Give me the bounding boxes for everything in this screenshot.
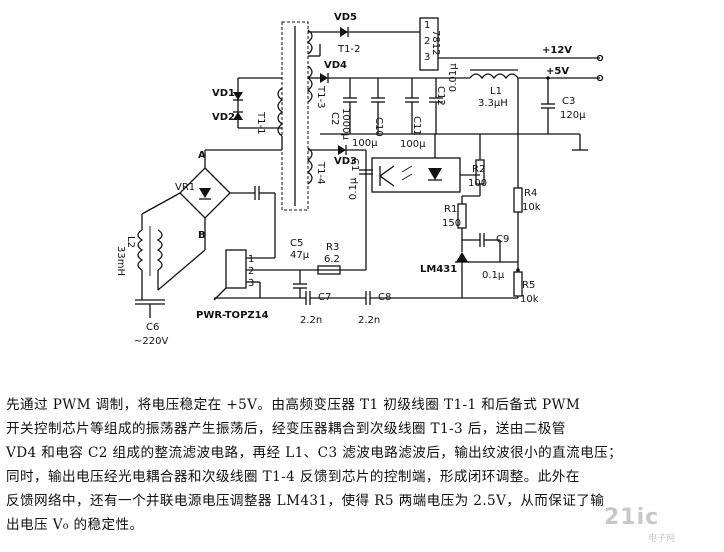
c9-label: C9 <box>496 234 509 245</box>
vd2-diode <box>233 112 243 120</box>
lm431-regulator <box>456 252 468 262</box>
l2-inductor <box>137 229 144 271</box>
c3-label: C3 <box>562 96 575 107</box>
watermark-subtext: 电子网 <box>648 534 676 544</box>
r2-value: 100 <box>468 178 487 189</box>
ic-pin2: 2 <box>248 266 254 277</box>
circuit-schematic: T1-1 T1-3 T1-4 VD5 T1-2 7812 1 2 3 +12V … <box>115 12 604 347</box>
c1-value: 0.1μ <box>348 177 359 200</box>
l1-inductor <box>469 73 519 80</box>
vd5-diode <box>340 27 348 37</box>
c10-value: 100μ <box>352 138 378 149</box>
pwr-topz14-ic <box>225 249 247 289</box>
reg-pin2: 2 <box>424 36 430 47</box>
watermark-text: 21ic <box>604 505 660 530</box>
r5-label: R5 <box>522 280 535 291</box>
c12-label: C12 <box>435 86 446 106</box>
r3-label: R3 <box>326 242 339 253</box>
aux-coil-t1-4 <box>306 147 313 185</box>
c7-label: C7 <box>318 292 331 303</box>
r2-label: R2 <box>472 164 485 175</box>
reg-pin3: 3 <box>424 52 430 63</box>
transformer-t1: T1-1 T1-3 T1-4 <box>255 21 326 211</box>
caption-line: 同时，输出电压经光电耦合器和次级线圈 T1-4 反馈到芯片的控制端，形成闭环调整… <box>6 469 580 485</box>
secondary-coil-t1-3 <box>306 65 313 103</box>
site-watermark: 21ic 电子网 <box>600 493 720 551</box>
regulator-7812-label: 7812 <box>430 30 441 55</box>
vd5-branch: VD5 T1-2 7812 1 2 3 +12V <box>308 12 604 71</box>
secondary-coil-t1-2 <box>306 29 313 55</box>
vd1-diode <box>233 92 243 100</box>
pwr-topz14-label: PWR-TOPZ14 <box>196 310 269 321</box>
node-b-label: B <box>198 230 206 241</box>
plus12v-label: +12V <box>542 45 572 56</box>
ac-input: L2 33mH C6 ~220V <box>115 192 206 347</box>
vd4-label: VD4 <box>324 60 347 71</box>
aux-supply: VD3 C1 0.1μ <box>308 145 373 200</box>
l2-label: L2 <box>125 236 136 248</box>
c8-label: C8 <box>378 292 391 303</box>
c2-value: 1000μ <box>340 108 351 140</box>
caption-line: 开关控制芯片等组成的振荡器产生振荡后，经变压器耦合到次级线圈 T1-3 后，送由… <box>6 421 566 437</box>
node-a-label: A <box>198 150 206 161</box>
r5-value: 10k <box>520 294 539 305</box>
ic-pin1: 1 <box>248 254 254 265</box>
r1-value: 150 <box>442 218 461 229</box>
description-paragraph: 先通过 PWM 调制，将电压稳定在 +5V。由高频变压器 T1 初级线圈 T1-… <box>6 393 718 537</box>
c1-label: C1 <box>349 158 360 171</box>
bridge-rectifier: VR1 A B VD1 VD2 <box>175 77 283 250</box>
c5-value: 47μ <box>290 250 310 261</box>
optocoupler-body <box>371 157 461 193</box>
caption-line: 先通过 PWM 调制，将电压稳定在 +5V。由高频变压器 T1 初级线圈 T1-… <box>6 397 581 413</box>
caption-line: 反馈网络中，还有一个并联电源电压调整器 LM431，使得 R5 两端电压为 2.… <box>6 493 605 509</box>
c3-value: 120μ <box>560 110 586 121</box>
r5-resistor <box>513 271 523 297</box>
vd4-diode <box>320 73 328 83</box>
opto-led <box>428 168 442 180</box>
c10-label: C10 <box>373 117 384 137</box>
vd2-label: VD2 <box>212 112 235 123</box>
r4-label: R4 <box>524 188 537 199</box>
transformer-core-outline <box>281 21 309 211</box>
feedback-network: R2 100 R1 150 R4 10k C9 0.1μ LM431 R5 10 <box>420 78 541 305</box>
t1-2-label: T1-2 <box>337 44 360 55</box>
l1-label: L1 <box>490 86 502 97</box>
c11-value: 100μ <box>400 139 426 150</box>
c12-value: 0.01μ <box>448 63 459 92</box>
plus5v-label: +5V <box>546 66 569 77</box>
vd3-label: VD3 <box>334 156 357 167</box>
caption-line: 出电压 V₀ 的稳定性。 <box>6 517 144 533</box>
output-filter: VD4 C2 1000μ C10 100μ C11 100μ C12 0.01μ… <box>308 60 604 151</box>
optocoupler <box>371 134 480 193</box>
c8-value: 2.2n <box>358 315 380 326</box>
t1-1-label: T1-1 <box>255 111 266 134</box>
l1-value: 3.3μH <box>478 98 508 109</box>
c6-label: C6 <box>146 322 159 333</box>
reg-pin1: 1 <box>424 20 430 31</box>
lm431-label: LM431 <box>420 264 457 275</box>
t1-3-label: T1-3 <box>315 85 326 108</box>
c5-label: C5 <box>290 238 303 249</box>
c9-value: 0.1μ <box>482 270 505 281</box>
vd5-label: VD5 <box>334 12 357 23</box>
ac-input-label: ~220V <box>134 336 168 347</box>
vr1-label: VR1 <box>175 182 195 193</box>
primary-coil-t1-1 <box>277 87 284 137</box>
vd3-diode <box>338 145 346 155</box>
c7-value: 2.2n <box>300 315 322 326</box>
r4-resistor <box>513 187 523 213</box>
r4-value: 10k <box>522 202 541 213</box>
vd1-label: VD1 <box>212 88 235 99</box>
c2-label: C2 <box>329 112 340 125</box>
c11-label: C11 <box>411 116 422 136</box>
regulator-7812 <box>419 17 439 71</box>
l2-value: 33mH <box>115 246 126 276</box>
pwm-controller: 1 2 3 PWR-TOPZ14 C5 47μ R3 6.2 C7 2.2n C… <box>196 193 462 326</box>
r1-label: R1 <box>444 204 457 215</box>
caption-line: VD4 和电容 C2 组成的整流滤波电路，再经 L1、C3 滤波电路滤波后，输出… <box>6 445 623 461</box>
r3-value: 6.2 <box>324 254 340 265</box>
ic-pin3: 3 <box>248 278 254 289</box>
t1-4-label: T1-4 <box>315 161 326 184</box>
